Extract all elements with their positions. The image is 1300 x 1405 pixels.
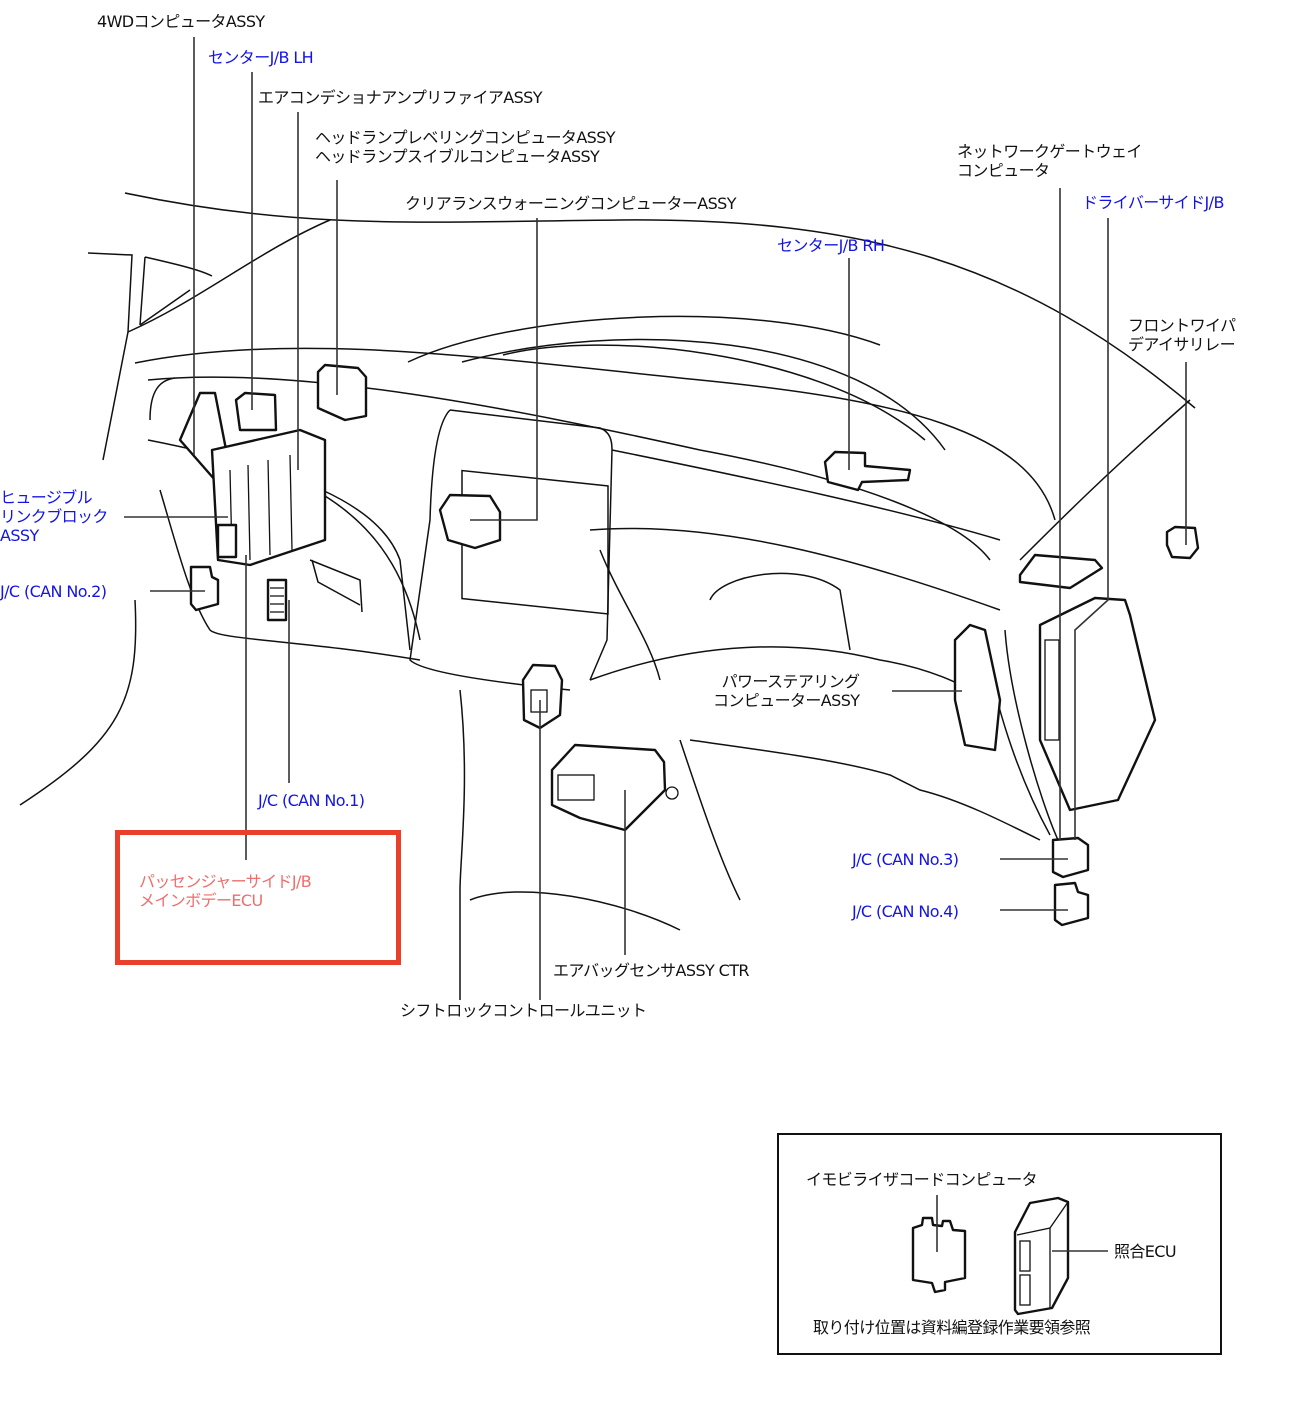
label-center-jb-lh[interactable]: センターJ/B LH (208, 48, 314, 67)
label-airbag-sensor: エアバッグセンサASSY CTR (553, 961, 750, 980)
label-front-wiper-relay: フロントワイパ デアイサリレー (1128, 316, 1236, 354)
component-jc-can-4 (1053, 881, 1090, 927)
label-power-steering-line1: パワーステアリング (721, 672, 860, 691)
component-airbag-sensor (550, 743, 679, 832)
label-shift-lock-unit: シフトロックコントロールユニット (400, 1001, 647, 1020)
inset-verification-ecu-part (1013, 1196, 1108, 1316)
label-center-jb-rh[interactable]: センターJ/B RH (777, 236, 885, 255)
label-network-gateway-line2: コンピュータ (957, 161, 1050, 180)
label-fusible-link-line2[interactable]: リンクブロック (0, 507, 108, 526)
label-passenger-side-jb-line1[interactable]: パッセンジャーサイドJ/B (139, 872, 312, 891)
inset-panel (777, 1133, 1222, 1355)
component-jc-can-1 (266, 578, 288, 622)
label-immobilizer-computer: イモビライザコードコンピュータ (806, 1170, 1038, 1189)
inset-immobilizer-part (911, 1195, 967, 1294)
component-center-jb-rh (823, 450, 912, 492)
dashboard-outline (19, 192, 1196, 1000)
label-network-gateway-line1: ネットワークゲートウェイ (957, 142, 1142, 161)
component-network-gateway (1018, 553, 1104, 590)
label-jc-can-2[interactable]: J/C (CAN No.2) (0, 582, 107, 601)
component-jc-can-2 (189, 565, 220, 612)
component-fusible-link-block (216, 523, 238, 559)
label-4wd-computer: 4WDコンピュータASSY (97, 12, 265, 31)
label-jc-can-3[interactable]: J/C (CAN No.3) (852, 850, 959, 869)
label-headlamp-swivel-computer: ヘッドランプスイブルコンピュータASSY (315, 147, 600, 166)
component-front-wiper-relay (1165, 525, 1200, 560)
label-verification-ecu: 照合ECU (1114, 1242, 1177, 1261)
label-fusible-link-block[interactable]: ヒュージブル リンクブロック ASSY (0, 488, 108, 545)
label-front-wiper-relay-line1: フロントワイパ (1128, 316, 1236, 335)
component-jc-can-3 (1051, 836, 1090, 879)
label-headlamp-leveling-computer: ヘッドランプレベリングコンピュータASSY (315, 128, 616, 147)
label-clearance-warning-computer: クリアランスウォーニングコンピューターASSY (405, 194, 737, 213)
label-passenger-side-jb-line2[interactable]: メインボデーECU (139, 891, 263, 910)
label-air-conditioner-amplifier: エアコンデショナアンプリファイアASSY (258, 88, 543, 107)
label-power-steering-computer: パワーステアリング コンピューターASSY (713, 672, 860, 710)
label-fusible-link-line3[interactable]: ASSY (0, 526, 39, 545)
label-network-gateway: ネットワークゲートウェイ コンピュータ (957, 142, 1142, 180)
label-fusible-link-line1[interactable]: ヒュージブル (0, 488, 93, 507)
label-power-steering-line2: コンピューターASSY (713, 691, 860, 710)
highlight-box (115, 830, 401, 965)
label-jc-can-4[interactable]: J/C (CAN No.4) (852, 902, 959, 921)
inset-note: 取り付け位置は資料編登録作業要領参照 (813, 1318, 1091, 1337)
label-passenger-side-jb[interactable]: パッセンジャーサイドJ/B メインボデーECU (139, 872, 312, 910)
label-headlamp-computers: ヘッドランプレベリングコンピュータASSY ヘッドランプスイブルコンピュータAS… (315, 128, 616, 166)
label-driver-side-jb[interactable]: ドライバーサイドJ/B (1082, 193, 1224, 212)
component-headlamp-computer (316, 363, 368, 422)
label-jc-can-1[interactable]: J/C (CAN No.1) (258, 791, 365, 810)
label-front-wiper-relay-line2: デアイサリレー (1128, 335, 1236, 354)
leader-lines (124, 37, 1187, 1000)
component-power-steering-computer (953, 623, 1002, 752)
component-air-conditioner-amplifier (210, 428, 327, 567)
component-shift-lock-unit (521, 663, 564, 730)
component-center-jb-lh (234, 391, 278, 432)
component-driver-side-jb (1038, 596, 1157, 812)
component-clearance-warning-computer (438, 493, 502, 550)
